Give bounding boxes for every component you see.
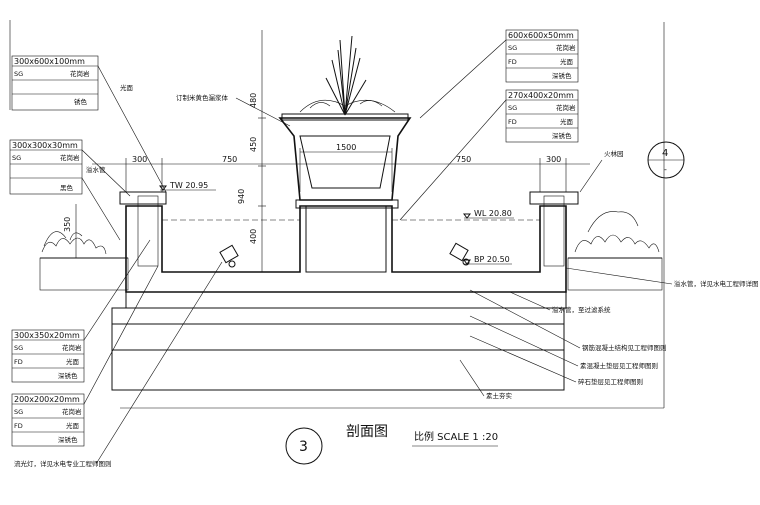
svg-text:300x350x20mm: 300x350x20mm [14,331,80,340]
label-light-face: 光面 [120,83,134,92]
label-overflow: 溢水管，详见水电工程师详图 [674,279,759,288]
svg-text:300x600x100mm: 300x600x100mm [14,57,85,66]
label-pump: 溢水管，至过滤系统 [552,305,611,314]
coping-left [119,191,167,205]
svg-text:黑色: 黑色 [60,183,74,192]
svg-text:锈色: 锈色 [74,97,88,106]
label-layer-3: 碎石垫层见工程师图则 [578,377,643,386]
svg-text:SG: SG [508,104,517,112]
drawing-title: 3 剖面图 比例 SCALE 1 :20 [285,424,498,465]
svg-text:光面: 光面 [66,421,80,430]
callout-600x600: 600x600x50mm SG 花岗岩 FD 光面 深锈色 [419,29,579,119]
svg-text:花岗岩: 花岗岩 [556,103,576,112]
detail-reference-circle: 4 - [647,141,685,179]
callout-300x300: 300x300x30mm SG 花岗岩 黑色 溢水管 [9,139,131,241]
svg-text:深锈色: 深锈色 [58,371,78,380]
svg-text:光面: 光面 [560,57,574,66]
callout-300x600: 300x600x100mm SG 花岗岩 锈色 光面 [11,55,167,193]
svg-text:WL 20.80: WL 20.80 [474,209,512,218]
dim-350: 350 [63,217,72,232]
title-number: 3 [299,439,308,455]
svg-text:深锈色: 深锈色 [552,131,572,140]
callout-300x350: 300x350x20mm SG 花岗岩 FD 光面 深锈色 [11,239,151,383]
tw-level-marker: TW 20.95 [159,181,216,191]
lean-concrete-layer [111,307,565,325]
svg-text:300x300x30mm: 300x300x30mm [12,141,78,150]
svg-text:花岗岩: 花岗岩 [70,69,90,78]
svg-text:4: 4 [662,148,668,159]
svg-text:FD: FD [508,118,517,126]
bp-level-marker: BP 20.50 [463,255,512,265]
svg-text:花岗岩: 花岗岩 [62,343,82,352]
svg-text:TW 20.95: TW 20.95 [169,181,208,190]
callout-200x200: 200x200x20mm SG 花岗岩 FD 光面 深锈色 [11,265,159,447]
svg-text:-: - [664,165,667,174]
title-number-circle [285,427,323,465]
svg-text:花岗岩: 花岗岩 [556,43,576,52]
svg-text:花岗岩: 花岗岩 [60,153,80,162]
shrub-right [574,211,660,253]
svg-text:深锈色: 深锈色 [58,435,78,444]
svg-text:光面: 光面 [66,357,80,366]
dim-400: 400 [249,229,258,244]
central-pedestal [305,205,387,273]
label-layer-4: 素土夯实 [486,391,513,400]
dim-300-left: 300 [132,155,147,164]
basin-structure [125,205,567,293]
svg-text:FD: FD [508,58,517,66]
svg-text:200x200x20mm: 200x200x20mm [14,395,80,404]
svg-text:FD: FD [14,358,23,366]
dim-940: 940 [237,189,246,204]
svg-text:花岗岩: 花岗岩 [62,407,82,416]
svg-text:BP 20.50: BP 20.50 [474,255,510,264]
title-scale: 比例 SCALE 1 :20 [414,430,498,443]
svg-text:FD: FD [14,422,23,430]
dim-750-right: 750 [456,155,471,164]
svg-text:270x400x20mm: 270x400x20mm [508,91,574,100]
svg-text:深锈色: 深锈色 [552,71,572,80]
svg-text:600x600x50mm: 600x600x50mm [508,31,574,40]
soil-layer [111,349,565,391]
label-light-note: 流光灯，详见水电专业工程师图则 [14,459,112,468]
svg-text:SG: SG [508,44,517,52]
label-layer-1: 钢筋混凝土结构见工程师图则 [582,343,667,352]
label-planter-note: 订制米黄色漏浆体 [176,93,229,102]
dim-450: 450 [249,137,258,152]
label-layer-2: 素混凝土垫层见工程师图则 [580,361,658,370]
shrub-left [41,231,107,255]
dim-480: 480 [249,93,258,108]
svg-text:SG: SG [14,408,23,416]
underwater-light-right-icon [449,242,470,266]
underwater-light-left-icon [219,244,239,268]
coping-right [529,191,579,205]
wl-level-marker: WL 20.80 [463,209,514,219]
svg-text:SG: SG [12,154,21,162]
label-fire-pit: 火林园 [604,149,624,158]
label-drain: 溢水管 [86,165,106,174]
dim-750-left: 750 [222,155,237,164]
title-name: 剖面图 [346,424,388,440]
dim-1500: 1500 [336,143,356,152]
callout-270x400: 270x400x20mm SG 花岗岩 FD 光面 深锈色 [399,89,579,221]
svg-text:SG: SG [14,70,23,78]
svg-text:SG: SG [14,344,23,352]
plant-icon [299,35,396,116]
dim-300-right: 300 [546,155,561,164]
svg-text:光面: 光面 [560,117,574,126]
